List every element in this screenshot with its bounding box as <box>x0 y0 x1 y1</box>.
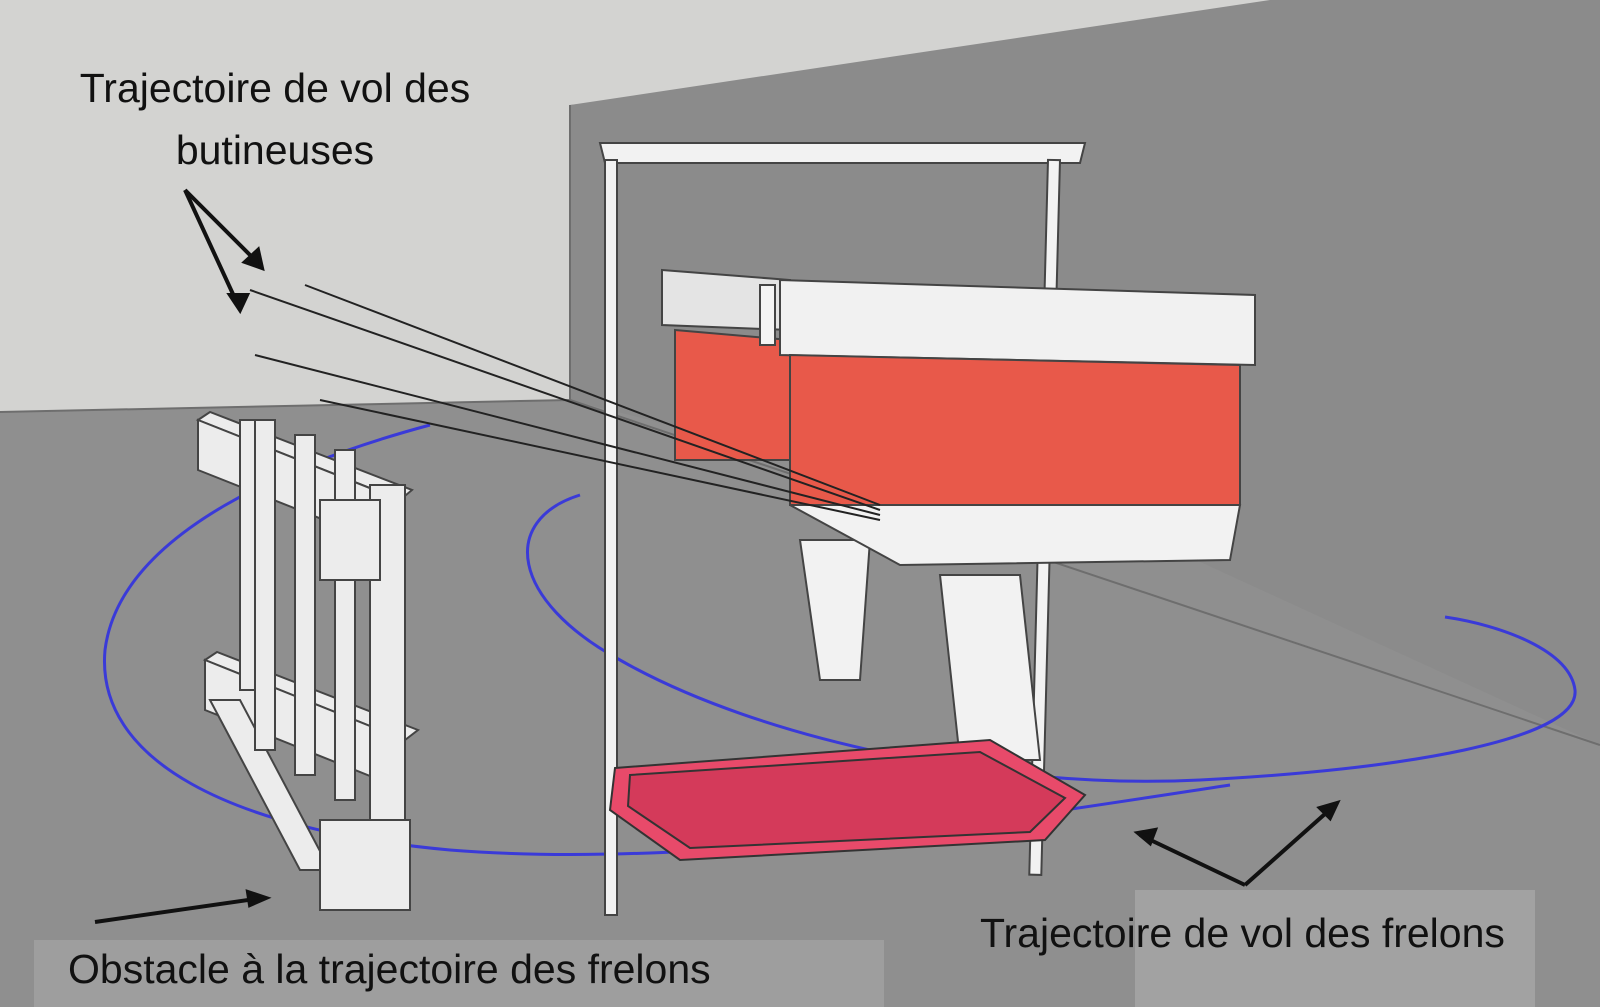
forager-flight-lines <box>249 284 881 521</box>
obstacle-label: Obstacle à la trajectoire des frelons <box>34 940 884 1007</box>
hornet-path-label-box: Trajectoire de vol des frelons <box>980 890 1535 1007</box>
beehive-right <box>779 278 1256 761</box>
forager-path-label: Trajectoire de vol des butineuses <box>40 57 510 181</box>
left-wall <box>0 0 1600 412</box>
pallet-obstacle <box>195 410 421 911</box>
forager-path-label-line2: butineuses <box>175 127 375 173</box>
water-tray <box>608 738 1087 862</box>
floor-edge <box>0 399 571 413</box>
hornet-path-label: Trajectoire de vol des frelons <box>980 910 1505 956</box>
arrows <box>94 188 1341 924</box>
beehive-left <box>661 268 872 681</box>
forager-path-label-line1: Trajectoire de vol des <box>79 65 471 111</box>
